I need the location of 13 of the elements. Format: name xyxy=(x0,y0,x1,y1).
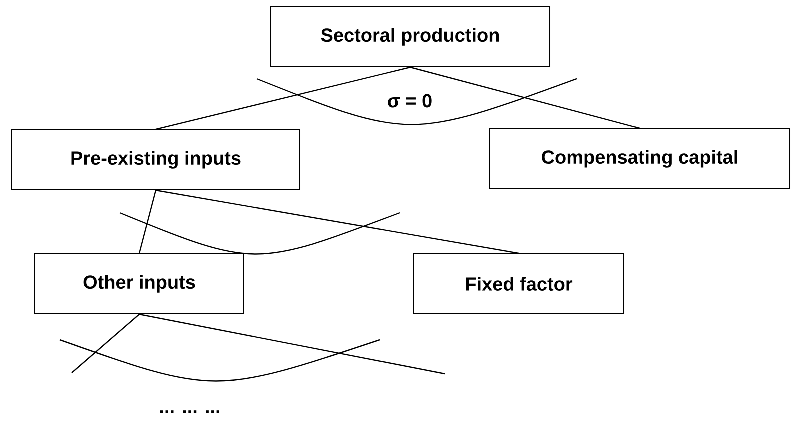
box: Fixed factor xyxy=(414,254,624,314)
line xyxy=(410,66,640,130)
line xyxy=(156,66,411,130)
line xyxy=(156,190,520,254)
line xyxy=(139,314,446,375)
label: σ = 0 xyxy=(388,94,432,108)
box: Sectoral production xyxy=(270,6,550,68)
label: ... ... ... xyxy=(160,410,220,414)
box: Other inputs xyxy=(34,254,244,314)
line xyxy=(138,190,157,254)
box: Pre-existing inputs xyxy=(12,130,300,190)
box: Compensating capital xyxy=(490,128,790,190)
line xyxy=(72,314,140,374)
